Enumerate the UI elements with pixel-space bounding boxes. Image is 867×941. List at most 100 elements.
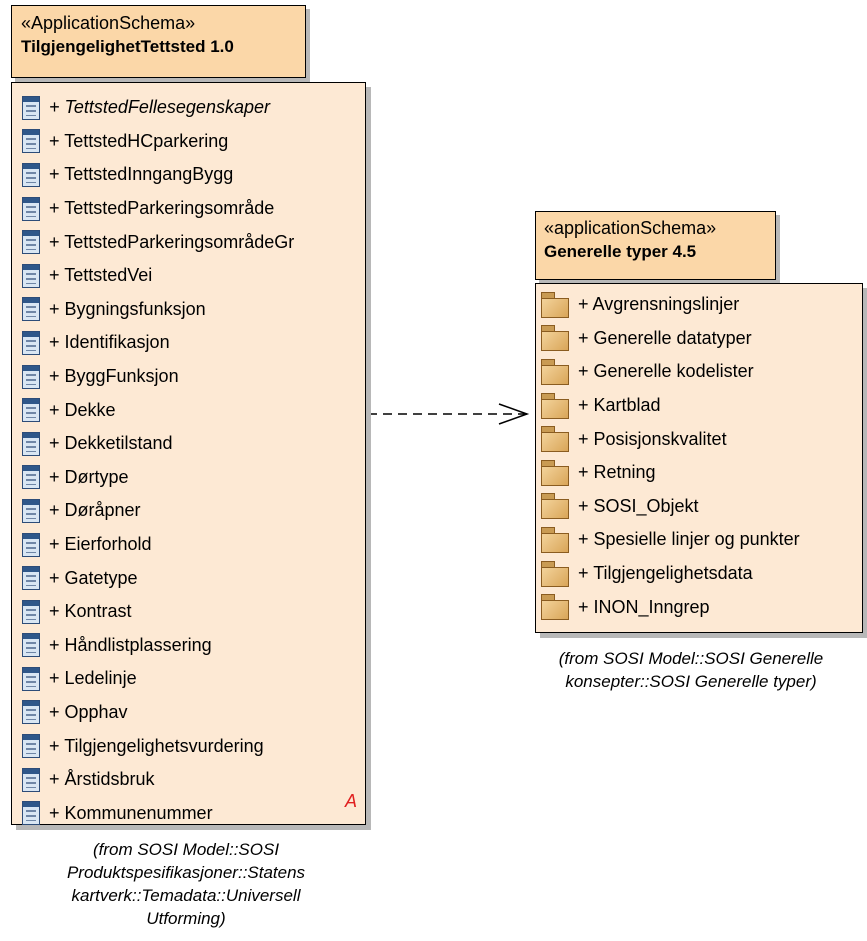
left-package[interactable]: «ApplicationSchema» TilgjengelighetTetts… — [11, 5, 367, 831]
package-member[interactable]: + INON_Inngrep — [541, 590, 862, 624]
package-member[interactable]: + Kartblad — [541, 389, 862, 423]
package-member[interactable]: + TettstedParkeringsområde — [22, 192, 365, 226]
class-icon — [22, 498, 40, 523]
package-member-label: + Posisjonskvalitet — [578, 428, 727, 449]
right-package-items: + Avgrensningslinjer + Generelle datatype… — [541, 288, 862, 624]
left-package-stereotype: «ApplicationSchema» — [21, 13, 196, 33]
class-icon — [22, 196, 40, 221]
package-member-label: + Dekke — [49, 399, 116, 420]
package-member-label: + Døråpner — [49, 500, 141, 521]
package-member[interactable]: + Håndlistplassering — [22, 629, 365, 663]
package-member-label: + Tilgjengelighetsdata — [578, 563, 753, 584]
package-member[interactable]: + Døråpner — [22, 494, 365, 528]
package-member[interactable]: + TettstedFellesegenskaper — [22, 91, 365, 125]
left-package-name: TilgjengelighetTettsted 1.0 — [21, 37, 234, 56]
package-icon — [541, 392, 569, 419]
package-member[interactable]: + Avgrensningslinjer — [541, 288, 862, 322]
package-member-label: + TettstedParkeringsområde — [49, 198, 275, 219]
class-icon — [22, 230, 40, 255]
package-member-label: + TettstedVei — [49, 265, 153, 286]
right-package[interactable]: «applicationSchema» Generelle typer 4.5 … — [535, 211, 863, 637]
package-member-label: + Tilgjengelighetsvurdering — [49, 735, 264, 756]
package-member[interactable]: + Tilgjengelighetsdata — [541, 557, 862, 591]
package-member[interactable]: + Tilgjengelighetsvurdering — [22, 729, 365, 763]
package-member[interactable]: + Retning — [541, 456, 862, 490]
package-member[interactable]: + Gatetype — [22, 561, 365, 595]
package-member[interactable]: + Kontrast — [22, 595, 365, 629]
right-package-stereotype: «applicationSchema» — [544, 218, 717, 238]
class-icon — [22, 465, 40, 490]
package-member-label: + TettstedFellesegenskaper — [49, 97, 270, 118]
package-member-label: + Retning — [578, 462, 656, 483]
left-package-items: + TettstedFellesegenskaper + TettstedHCpa… — [22, 91, 365, 830]
package-member[interactable]: + TettstedVei — [22, 259, 365, 293]
class-icon — [22, 599, 40, 624]
package-member-label: + Årstidsbruk — [49, 769, 155, 790]
right-package-name: Generelle typer 4.5 — [544, 242, 697, 261]
package-member-label: + Gatetype — [49, 567, 138, 588]
package-member[interactable]: + Dekke — [22, 393, 365, 427]
package-icon — [541, 426, 569, 453]
package-icon — [541, 493, 569, 520]
package-member[interactable]: + Dekketilstand — [22, 427, 365, 461]
class-icon — [22, 431, 40, 456]
package-member-label: + Generelle kodelister — [578, 361, 754, 382]
class-icon — [22, 801, 40, 826]
class-icon — [22, 129, 40, 154]
package-member-label: + Opphav — [49, 701, 128, 722]
from-line: konsepter::SOSI Generelle typer) — [565, 672, 817, 691]
package-member[interactable]: + Kommunenummer — [22, 796, 365, 830]
package-member-label: + Kontrast — [49, 601, 132, 622]
from-line: Utforming) — [146, 909, 226, 928]
from-line: (from SOSI Model::SOSI — [92, 840, 280, 859]
package-member[interactable]: + Bygningsfunksjon — [22, 293, 365, 327]
class-icon — [22, 566, 40, 591]
left-package-body: + TettstedFellesegenskaper + TettstedHCpa… — [11, 82, 366, 826]
class-icon — [22, 297, 40, 322]
package-member[interactable]: + Ledelinje — [22, 662, 365, 696]
package-member-label: + TettstedParkeringsområdeGr — [49, 231, 295, 252]
class-icon — [22, 364, 40, 389]
package-member[interactable]: + Årstidsbruk — [22, 763, 365, 797]
package-member[interactable]: + Posisjonskvalitet — [541, 422, 862, 456]
package-member-label: + SOSI_Objekt — [578, 495, 699, 516]
from-line: (from SOSI Model::SOSI Generelle — [558, 649, 824, 668]
package-member[interactable]: + SOSI_Objekt — [541, 490, 862, 524]
left-package-tab: «ApplicationSchema» TilgjengelighetTetts… — [11, 5, 306, 78]
package-member[interactable]: + Generelle kodelister — [541, 355, 862, 389]
package-member[interactable]: + Eierforhold — [22, 528, 365, 562]
package-member-label: + Ledelinje — [49, 668, 137, 689]
package-icon — [541, 560, 569, 587]
package-icon — [541, 358, 569, 385]
package-member[interactable]: + Generelle datatyper — [541, 322, 862, 356]
package-member-label: + Identifikasjon — [49, 332, 170, 353]
right-package-from: (from SOSI Model::SOSI Generelle konsept… — [515, 647, 867, 693]
class-icon — [22, 633, 40, 658]
package-member-label: + ByggFunksjon — [49, 366, 179, 387]
package-member[interactable]: + ByggFunksjon — [22, 360, 365, 394]
package-member-label: + TettstedInngangBygg — [49, 164, 234, 185]
package-member[interactable]: + TettstedHCparkering — [22, 125, 365, 159]
package-member[interactable]: + Opphav — [22, 696, 365, 730]
package-member-label: + Dørtype — [49, 466, 129, 487]
package-member-label: + Kommunenummer — [49, 802, 213, 823]
package-member[interactable]: + Identifikasjon — [22, 326, 365, 360]
package-member-label: + Eierforhold — [49, 534, 152, 555]
class-icon — [22, 330, 40, 355]
class-icon — [22, 532, 40, 557]
package-member[interactable]: + Spesielle linjer og punkter — [541, 523, 862, 557]
package-member-label: + Dekketilstand — [49, 433, 173, 454]
package-member-label: + Spesielle linjer og punkter — [578, 529, 800, 550]
package-member[interactable]: + Dørtype — [22, 461, 365, 495]
package-member[interactable]: + TettstedInngangBygg — [22, 158, 365, 192]
class-icon — [22, 95, 40, 120]
abstract-mark: A — [344, 791, 357, 811]
package-member[interactable]: + TettstedParkeringsområdeGr — [22, 225, 365, 259]
dependency-arrowhead — [498, 403, 530, 425]
left-package-from: (from SOSI Model::SOSI Produktspesifikas… — [11, 838, 361, 930]
class-icon — [22, 734, 40, 759]
package-member-label: + TettstedHCparkering — [49, 130, 229, 151]
package-member-label: + Håndlistplassering — [49, 634, 212, 655]
from-line: kartverk::Temadata::Universell — [71, 886, 301, 905]
package-member-label: + Avgrensningslinjer — [578, 294, 740, 315]
